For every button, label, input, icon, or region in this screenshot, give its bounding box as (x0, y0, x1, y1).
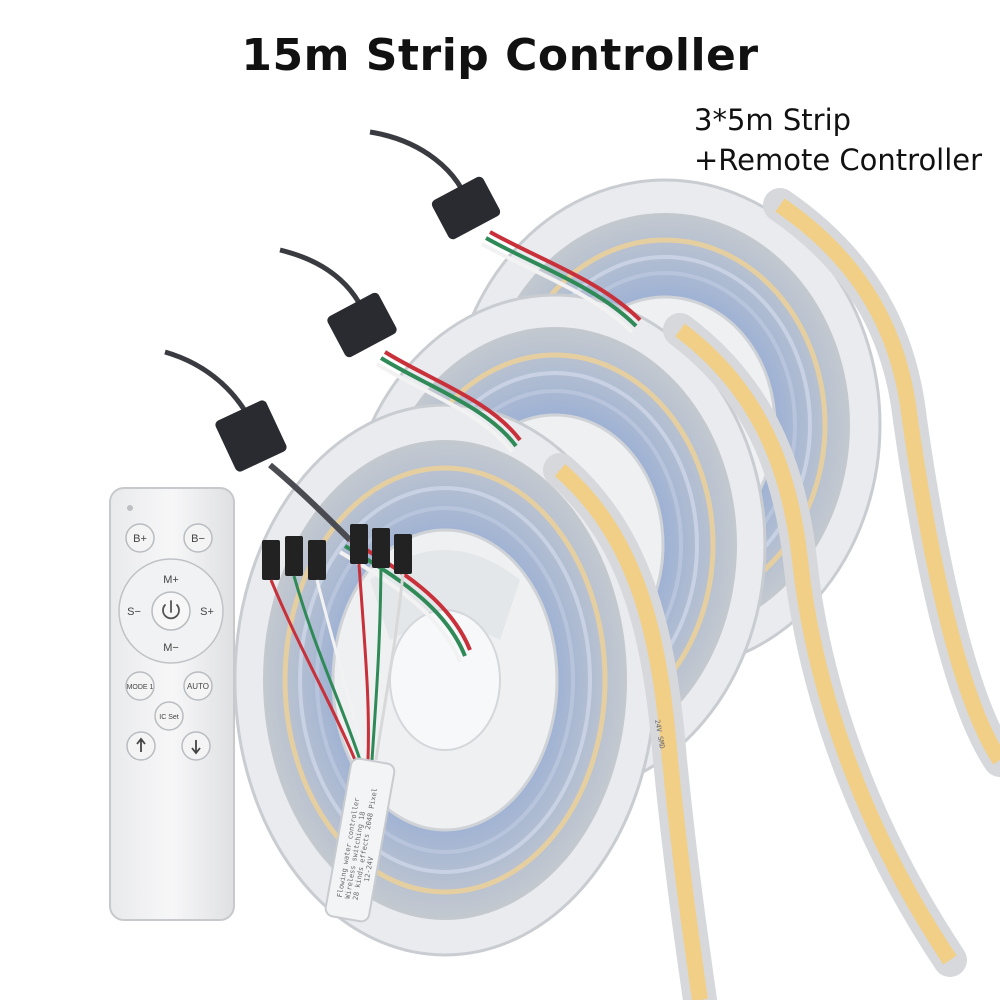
remote-control: B+ B− M+ M− S− S+ MODE 1 (109, 487, 235, 921)
remote-button-s-plus[interactable]: S+ (200, 606, 214, 618)
remote-button-ic-set[interactable]: IC Set (154, 701, 184, 731)
remote-button-s-minus[interactable]: S− (127, 606, 141, 618)
remote-button-m-plus[interactable]: M+ (163, 574, 179, 586)
remote-button-up[interactable] (126, 731, 156, 761)
remote-button-b-minus[interactable]: B− (183, 523, 213, 553)
remote-power-button[interactable] (151, 591, 191, 631)
controller-box: Flowing water controller Wireless switch… (324, 757, 396, 923)
remote-led (127, 505, 133, 511)
remote-button-b-plus[interactable]: B+ (125, 523, 155, 553)
power-icon (162, 600, 180, 620)
remote-button-auto[interactable]: AUTO (183, 671, 213, 701)
cable-front (164, 349, 472, 663)
remote-button-m-minus[interactable]: M− (163, 642, 179, 654)
remote-label-b-plus: B+ (133, 533, 147, 545)
arrow-down-icon (191, 740, 201, 755)
remote-label-auto: AUTO (187, 682, 209, 691)
cable-back (369, 129, 642, 334)
arrow-up-icon (136, 737, 146, 752)
remote-label-b-minus: B− (191, 533, 205, 545)
subtitle-line-2: +Remote Controller (694, 143, 983, 177)
remote-label-ic-set: IC Set (159, 714, 179, 721)
page-title: 15m Strip Controller (241, 30, 759, 81)
remote-button-mode1[interactable]: MODE 1 (125, 671, 155, 701)
remote-button-down[interactable] (181, 731, 211, 761)
remote-label-mode1: MODE 1 (127, 684, 154, 691)
cable-middle (279, 247, 522, 454)
product-subtitle: 3*5m Strip +Remote Controller (694, 100, 982, 180)
pigtail-connectors (262, 524, 412, 761)
subtitle-line-1: 3*5m Strip (694, 103, 852, 137)
